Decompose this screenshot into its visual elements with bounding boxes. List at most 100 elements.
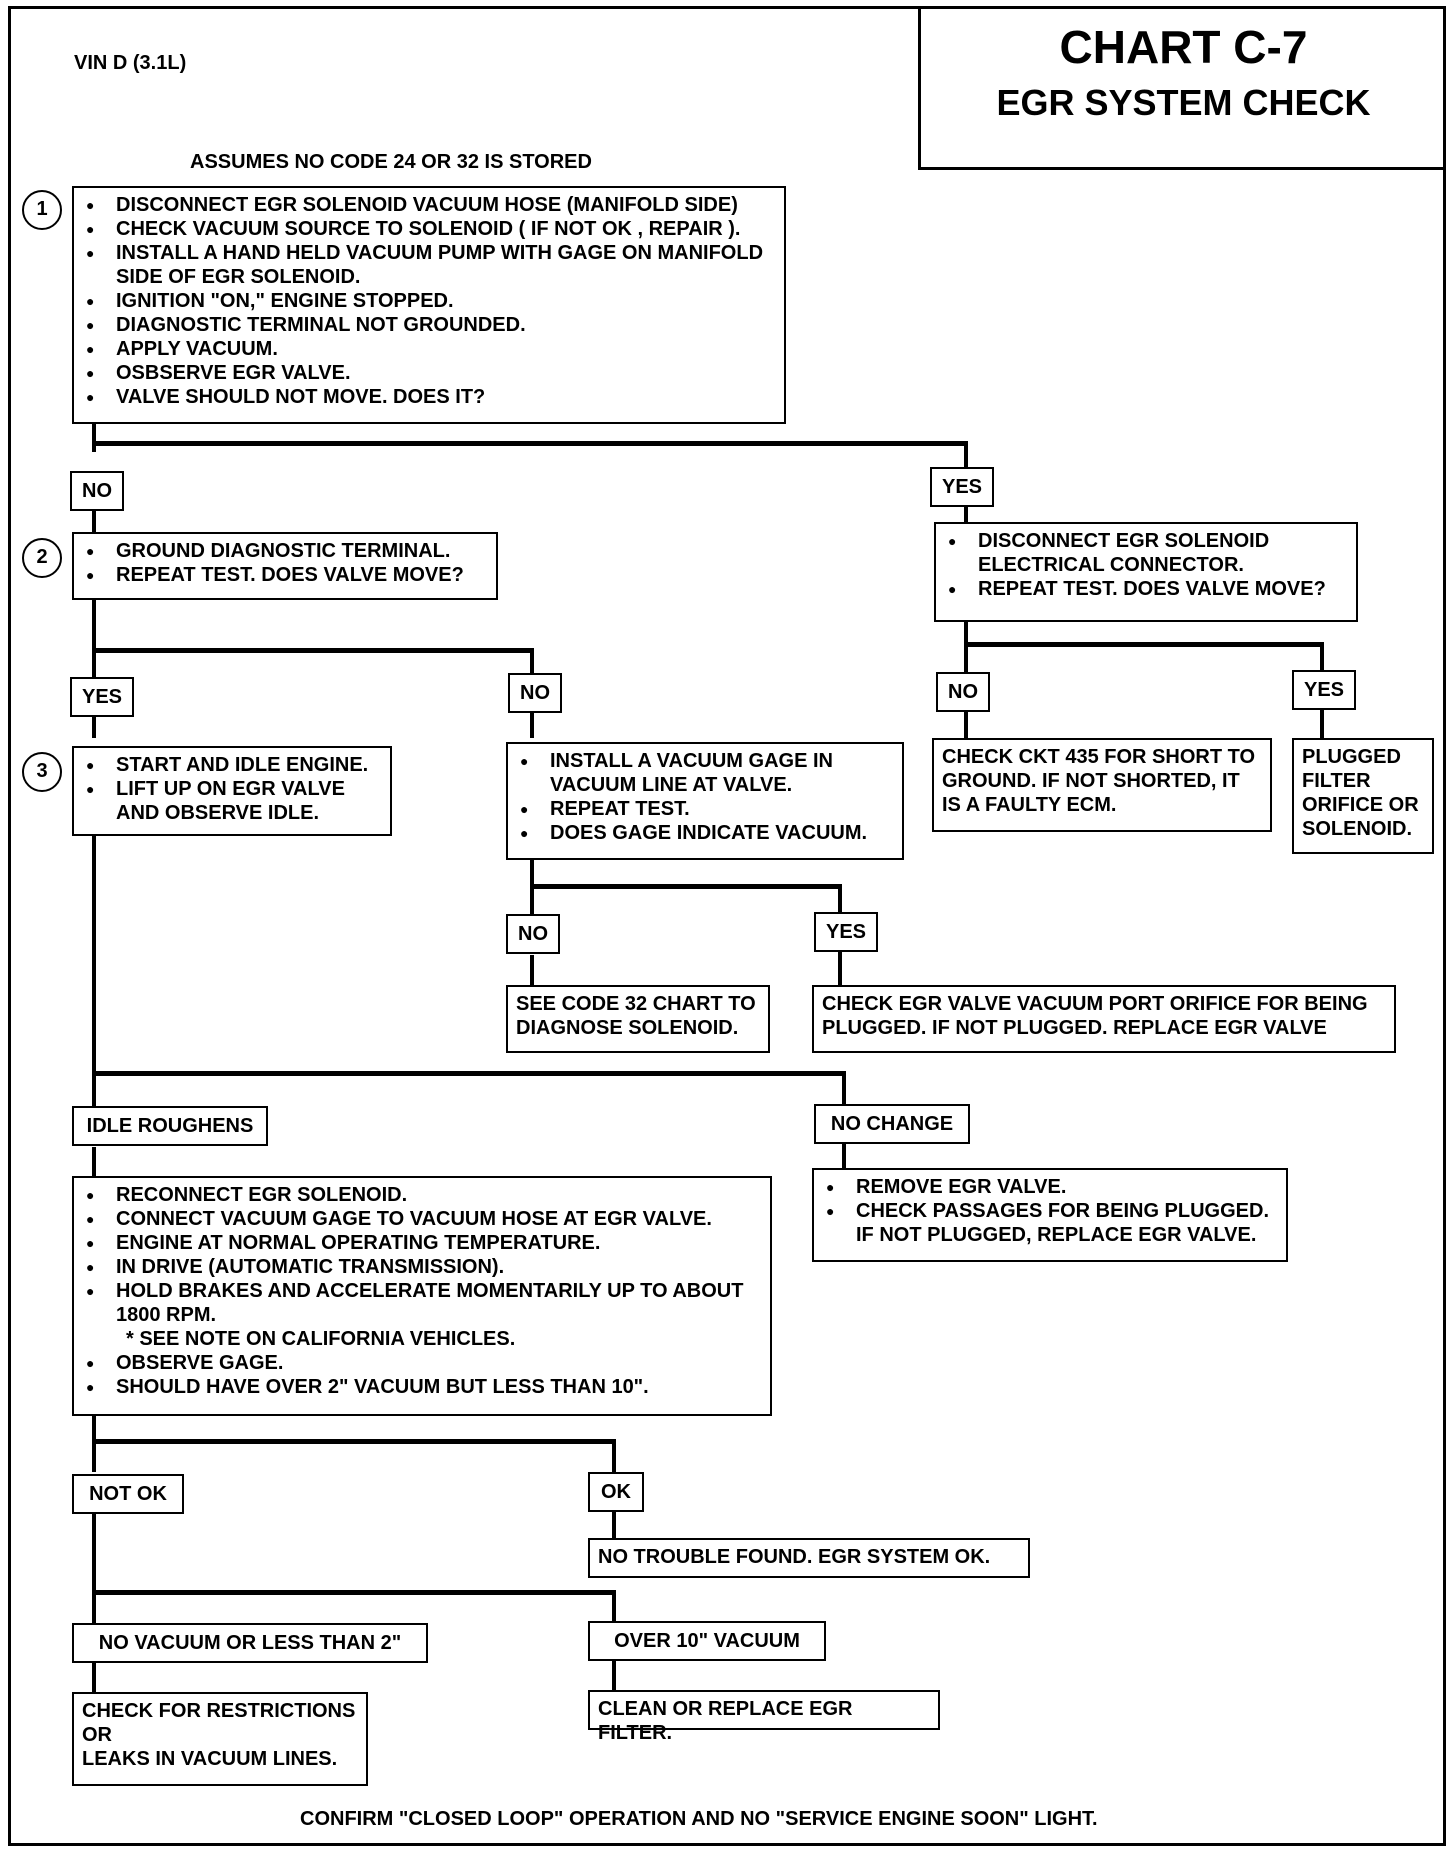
connector	[1320, 642, 1324, 672]
connector	[612, 1590, 616, 1625]
disconnect-item: REPEAT TEST. DOES VALVE MOVE?	[944, 577, 1348, 601]
connector	[530, 713, 534, 738]
connector	[838, 884, 842, 916]
step-1-item: VALVE SHOULD NOT MOVE. DOES IT?	[82, 385, 776, 409]
disconnect-item: DISCONNECT EGR SOLENOID ELECTRICAL CONNE…	[944, 529, 1348, 577]
reconnect-item: CONNECT VACUUM GAGE TO VACUUM HOSE AT EG…	[82, 1207, 762, 1231]
connector	[838, 952, 842, 987]
label-no-vacuum: NO VACUUM OR LESS THAN 2"	[72, 1623, 428, 1663]
step-number-2: 2	[22, 538, 62, 578]
label-yes: YES	[1292, 670, 1356, 710]
restrictions-line: CHECK FOR RESTRICTIONS	[82, 1700, 356, 1722]
step-1-item: CHECK VACUUM SOURCE TO SOLENOID ( IF NOT…	[82, 217, 776, 241]
connector	[92, 648, 534, 653]
step-2-item: REPEAT TEST. DOES VALVE MOVE?	[82, 563, 488, 587]
plugged-box: PLUGGED FILTER ORIFICE OR SOLENOID.	[1292, 738, 1434, 854]
label-no: NO	[506, 914, 560, 954]
remove-item: CHECK PASSAGES FOR BEING PLUGGED. IF NOT…	[822, 1199, 1278, 1247]
step-1-box: DISCONNECT EGR SOLENOID VACUUM HOSE (MAN…	[72, 186, 786, 424]
connector	[964, 642, 1324, 647]
label-no: NO	[508, 673, 562, 713]
connector	[530, 648, 534, 678]
reconnect-box: RECONNECT EGR SOLENOID. CONNECT VACUUM G…	[72, 1176, 772, 1416]
footer-note: CONFIRM "CLOSED LOOP" OPERATION AND NO "…	[300, 1808, 1098, 1830]
remove-item: REMOVE EGR VALVE.	[822, 1175, 1278, 1199]
restrictions-line: LEAKS IN VACUUM LINES.	[82, 1748, 338, 1770]
connector	[1320, 707, 1324, 739]
reconnect-item: ENGINE AT NORMAL OPERATING TEMPERATURE.	[82, 1231, 762, 1255]
connector	[964, 709, 968, 739]
step-2-item: GROUND DIAGNOSTIC TERMINAL.	[82, 539, 488, 563]
port-orifice-box: CHECK EGR VALVE VACUUM PORT ORIFICE FOR …	[812, 985, 1396, 1053]
connector	[92, 716, 96, 738]
connector	[612, 1659, 616, 1691]
install-gage-item: REPEAT TEST.	[516, 797, 894, 821]
connector	[92, 1416, 96, 1472]
remove-valve-box: REMOVE EGR VALVE. CHECK PASSAGES FOR BEI…	[812, 1168, 1288, 1262]
label-ok: OK	[588, 1472, 644, 1512]
step-3-item: LIFT UP ON EGR VALVE AND OBSERVE IDLE.	[82, 777, 382, 825]
page-frame	[8, 6, 1446, 1846]
connector	[92, 1147, 96, 1177]
label-yes: YES	[70, 677, 134, 717]
connector	[964, 642, 968, 672]
no-trouble-box: NO TROUBLE FOUND. EGR SYSTEM OK.	[588, 1538, 1030, 1578]
label-no: NO	[70, 471, 124, 511]
assumption-text: ASSUMES NO CODE 24 OR 32 IS STORED	[190, 151, 592, 173]
connector	[92, 422, 96, 452]
install-gage-box: INSTALL A VACUUM GAGE IN VACUUM LINE AT …	[506, 742, 904, 860]
install-gage-item: DOES GAGE INDICATE VACUUM.	[516, 821, 894, 845]
step-3-box: START AND IDLE ENGINE. LIFT UP ON EGR VA…	[72, 746, 392, 836]
restrictions-box: CHECK FOR RESTRICTIONS OR LEAKS IN VACUU…	[72, 1692, 368, 1786]
connector	[530, 884, 842, 889]
step-number-3: 3	[22, 752, 62, 792]
ckt435-box: CHECK CKT 435 FOR SHORT TO GROUND. IF NO…	[932, 738, 1272, 832]
step-3-item: START AND IDLE ENGINE.	[82, 753, 382, 777]
label-no-change: NO CHANGE	[814, 1104, 970, 1144]
label-idle-roughens: IDLE ROUGHENS	[72, 1106, 268, 1146]
connector	[612, 1510, 616, 1540]
reconnect-item: OBSERVE GAGE.	[82, 1351, 762, 1375]
label-yes: YES	[814, 912, 878, 952]
connector	[530, 955, 534, 987]
connector	[92, 441, 968, 446]
label-over-10: OVER 10" VACUUM	[588, 1621, 826, 1661]
chart-title: CHART C-7	[1059, 21, 1308, 73]
filter-box: CLEAN OR REPLACE EGR FILTER.	[588, 1690, 940, 1744]
connector	[92, 1662, 96, 1692]
connector	[842, 1071, 846, 1107]
disconnect-box: DISCONNECT EGR SOLENOID ELECTRICAL CONNE…	[934, 522, 1358, 622]
label-no: NO	[936, 672, 990, 712]
connector	[92, 1513, 96, 1623]
connector	[92, 598, 96, 678]
vin-label: VIN D (3.1L)	[74, 52, 187, 74]
label-not-ok: NOT OK	[72, 1474, 184, 1514]
chart-subtitle: EGR SYSTEM CHECK	[996, 82, 1371, 123]
connector	[92, 834, 96, 1106]
title-box: CHART C-7 EGR SYSTEM CHECK	[918, 6, 1446, 170]
reconnect-item: HOLD BRAKES AND ACCELERATE MOMENTARILY U…	[82, 1279, 762, 1327]
connector	[964, 441, 968, 471]
step-1-item: DISCONNECT EGR SOLENOID VACUUM HOSE (MAN…	[82, 193, 776, 217]
connector	[964, 620, 968, 642]
step-number-1: 1	[22, 190, 62, 230]
step-1-item: IGNITION "ON," ENGINE STOPPED.	[82, 289, 776, 313]
connector	[92, 1439, 616, 1444]
step-2-box: GROUND DIAGNOSTIC TERMINAL. REPEAT TEST.…	[72, 532, 498, 600]
restrictions-line: OR	[82, 1724, 112, 1746]
connector	[92, 508, 96, 533]
code32-box: SEE CODE 32 CHART TO DIAGNOSE SOLENOID.	[506, 985, 770, 1053]
connector	[964, 505, 968, 525]
step-1-item: OSBSERVE EGR VALVE.	[82, 361, 776, 385]
connector	[92, 1590, 616, 1595]
reconnect-item: SHOULD HAVE OVER 2" VACUUM BUT LESS THAN…	[82, 1375, 762, 1399]
step-1-item: DIAGNOSTIC TERMINAL NOT GROUNDED.	[82, 313, 776, 337]
california-note: * SEE NOTE ON CALIFORNIA VEHICLES.	[126, 1328, 516, 1350]
reconnect-item: RECONNECT EGR SOLENOID.	[82, 1183, 762, 1207]
install-gage-item: INSTALL A VACUUM GAGE IN VACUUM LINE AT …	[516, 749, 894, 797]
connector	[842, 1143, 846, 1179]
step-1-item: APPLY VACUUM.	[82, 337, 776, 361]
connector	[612, 1439, 616, 1475]
label-yes: YES	[930, 467, 994, 507]
connector	[92, 1071, 846, 1076]
